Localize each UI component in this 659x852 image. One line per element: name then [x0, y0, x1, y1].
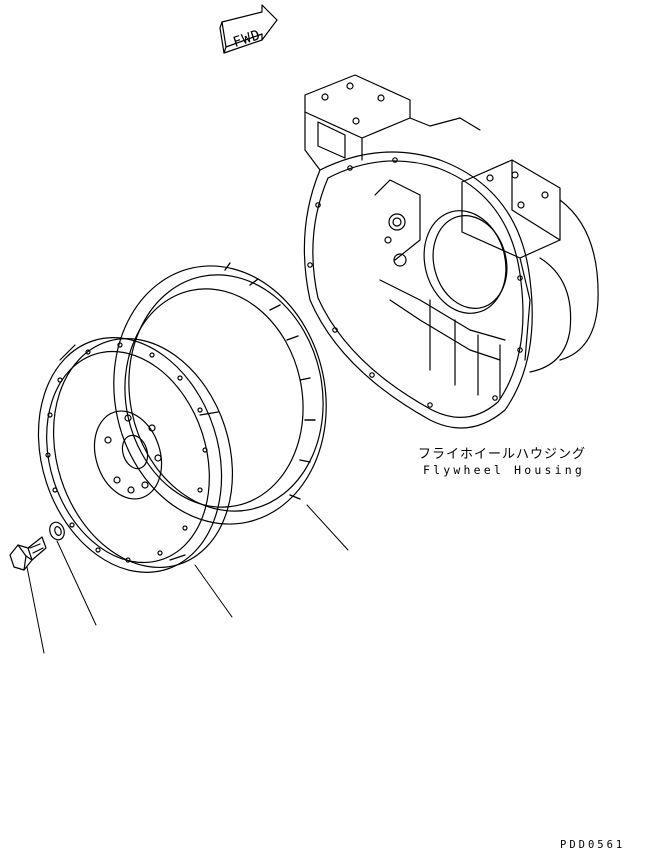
flange-hole: [518, 276, 522, 280]
housing-bolt-hole: [378, 95, 384, 101]
ring-gear-teeth: [225, 263, 315, 499]
flange-hole: [518, 348, 522, 352]
flange-hole: [370, 373, 374, 377]
flange-hole: [308, 263, 312, 267]
flange-hole: [348, 166, 352, 170]
flywheel: [9, 314, 261, 597]
flange-hole: [493, 396, 497, 400]
leader-lines: [27, 505, 348, 653]
flange-hole: [333, 328, 337, 332]
flange-hole: [393, 158, 397, 162]
hub-bolt-hole: [128, 487, 134, 493]
leader-bolt: [27, 567, 44, 653]
bolt: [10, 537, 46, 570]
leader-flywheel: [195, 565, 232, 617]
housing-bolt-hole: [518, 202, 524, 208]
leader-washer: [57, 541, 96, 625]
housing-bolt-hole: [347, 83, 353, 89]
housing-label-english: Flywheel Housing: [423, 463, 585, 477]
flange-hole: [428, 403, 432, 407]
hub-bolt-hole: [125, 415, 131, 421]
housing-bolt-hole: [542, 192, 548, 198]
hub-bolt-hole: [149, 425, 155, 431]
housing-bolt-hole: [487, 175, 493, 181]
flywheel-rim-holes: [46, 343, 207, 562]
hub-bolt-hole: [142, 482, 148, 488]
hub-bolt-hole: [155, 455, 161, 461]
housing-bolt-hole: [322, 94, 328, 100]
flywheel-housing: [304, 75, 598, 428]
flange-hole: [316, 203, 320, 207]
housing-label-japanese: フライホイールハウジング: [418, 447, 587, 462]
housing-bolt-hole: [353, 118, 359, 124]
hub-bolt-hole: [105, 437, 111, 443]
fwd-arrow-icon: FWD: [220, 5, 277, 53]
leader-ring-gear: [307, 505, 348, 550]
hub-bolt-hole: [114, 477, 120, 483]
housing-bolt-hole: [512, 172, 518, 178]
washer: [47, 520, 66, 542]
page-code: PDD0561: [560, 839, 626, 851]
